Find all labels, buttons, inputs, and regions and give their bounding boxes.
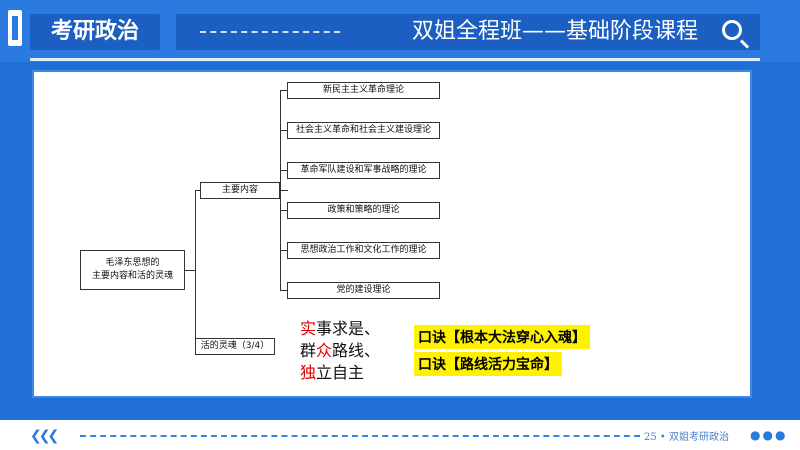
connector (280, 90, 288, 91)
connector (280, 90, 281, 290)
chevrons-left-icon: ❮❮❮ (30, 428, 59, 444)
header-band: 考研政治 双姐全程班——基础阶段课程 (0, 0, 800, 62)
connector (280, 210, 288, 211)
course-tag: 考研政治 (30, 14, 160, 50)
search-icon[interactable] (722, 20, 742, 40)
connector (280, 170, 288, 171)
footer-bar: ❮❮❮ 25 • 双姐考研政治 ●●● (0, 420, 800, 450)
mnemonic-2: 口诀【路线活力宝命】 (414, 352, 562, 376)
mindmap-item: 革命军队建设和军事战略的理论 (287, 162, 440, 179)
soul-line-3: 独立自主 (300, 363, 365, 382)
page-number: 25 • 双姐考研政治 (644, 432, 729, 443)
mindmap-item: 社会主义革命和社会主义建设理论 (287, 122, 440, 139)
connector (280, 290, 288, 291)
logo-icon (8, 10, 22, 46)
banner-dash (200, 31, 340, 33)
branch-living-soul: 活的灵魂（3/4） (195, 338, 275, 355)
mnemonic-1: 口诀【根本大法穿心入魂】 (414, 325, 590, 349)
footer-dash (80, 435, 640, 437)
soul-line-1: 实事求是、 (300, 319, 381, 338)
connector (280, 250, 288, 251)
soul-line-2: 群众路线、 (300, 341, 381, 360)
dots-icon: ●●● (750, 428, 788, 442)
soul-text: 实事求是、 群众路线、 独立自主 (300, 318, 380, 384)
header-underline (30, 58, 760, 61)
branch-main-content: 主要内容 (200, 182, 280, 199)
title-banner: 双姐全程班——基础阶段课程 (176, 14, 760, 50)
mindmap-item: 思想政治工作和文化工作的理论 (287, 242, 440, 259)
mindmap-root: 毛泽东思想的 主要内容和活的灵魂 (80, 250, 185, 290)
connector (280, 190, 288, 191)
content-panel (32, 70, 752, 398)
mindmap-item: 党的建设理论 (287, 282, 440, 299)
connector (280, 130, 288, 131)
connector (195, 190, 201, 191)
page-title: 双姐全程班——基础阶段课程 (411, 19, 698, 44)
mindmap-item: 政策和策略的理论 (287, 202, 440, 219)
connector (195, 190, 196, 347)
mindmap-item: 新民主主义革命理论 (287, 82, 440, 99)
connector (185, 270, 195, 271)
